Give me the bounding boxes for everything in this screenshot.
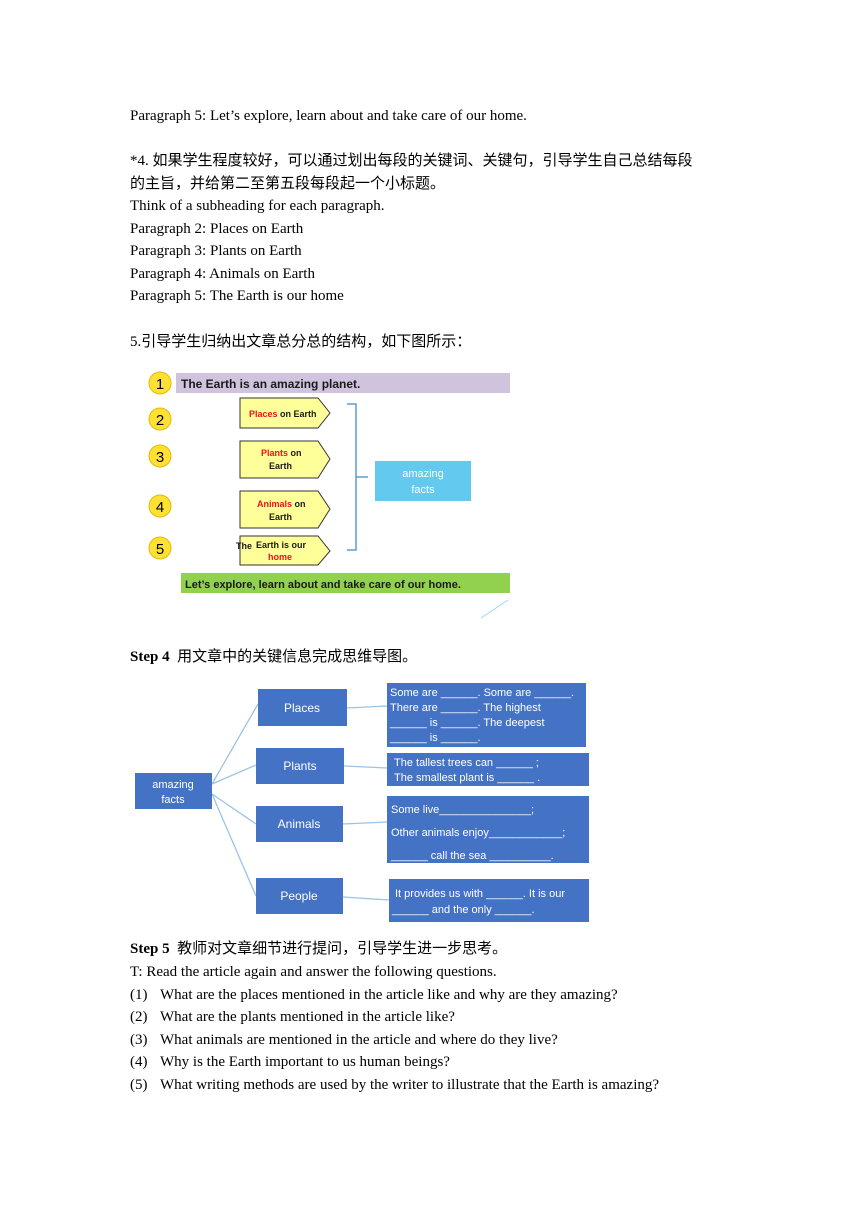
arrow-animals-on-earth: Animals on Earth [239, 490, 331, 529]
subheading-paragraph4: Paragraph 4: Animals on Earth [130, 266, 315, 282]
svg-text:Earth is our: Earth is our [256, 540, 307, 550]
step5-label: Step 5 [130, 941, 170, 957]
svg-text:______ is ______.: ______ is ______. [389, 732, 481, 744]
svg-text:Places on Earth: Places on Earth [249, 409, 317, 419]
mindmap-diagram: amazing facts Places Some are ______. So… [135, 683, 589, 922]
svg-text:Animals on: Animals on [257, 499, 306, 509]
step5-instruction: T: Read the article again and answer the… [130, 964, 497, 980]
question-2: (2) What are the plants mentioned in the … [130, 1007, 455, 1027]
mindmap-detail-places: Some are ______. Some are ______. There … [387, 683, 586, 747]
question-number: (1) [130, 987, 148, 1003]
subheading-paragraph5: Paragraph 5: The Earth is our home [130, 288, 344, 304]
item5-text: 5.引导学生归纳出文章总分总的结构，如下图所示： [130, 334, 472, 350]
question-text: What animals are mentioned in the articl… [160, 1032, 558, 1048]
subheading-paragraph2: Paragraph 2: Places on Earth [130, 221, 304, 237]
bottom-banner [181, 573, 510, 593]
svg-text:The tallest trees can ______ ;: The tallest trees can ______ ; [394, 757, 539, 769]
svg-text:amazing: amazing [152, 779, 194, 791]
svg-text:facts: facts [411, 484, 435, 496]
mindmap-branch-places: Places [258, 689, 347, 726]
number-circle-4: 4 [148, 494, 172, 518]
bracket [347, 403, 368, 551]
svg-text:4: 4 [156, 499, 164, 516]
svg-text:People: People [280, 889, 318, 903]
step5-text: 教师对文章细节进行提问，引导学生进一步思考。 [177, 941, 508, 957]
question-3: (3) What animals are mentioned in the art… [130, 1030, 558, 1050]
svg-text:Earth: Earth [269, 512, 292, 522]
subheading-paragraph3: Paragraph 3: Plants on Earth [130, 243, 302, 259]
question-number: (2) [130, 1009, 148, 1025]
svg-text:______ is ______. The deepest: ______ is ______. The deepest [389, 717, 545, 729]
svg-text:facts: facts [161, 794, 185, 806]
question-text: What are the places mentioned in the art… [160, 987, 618, 1003]
arrow-earth-is-our-home: The Earth is our home [236, 535, 331, 566]
question-1: (1) What are the places mentioned in the … [130, 985, 618, 1005]
svg-text:amazing: amazing [402, 468, 444, 480]
svg-text:Earth: Earth [269, 461, 292, 471]
question-number: (5) [130, 1077, 148, 1093]
mindmap-lines [211, 703, 390, 901]
question-text: What are the plants mentioned in the art… [160, 1009, 455, 1025]
step5-heading: Step 5 教师对文章细节进行提问，引导学生进一步思考。 [130, 939, 507, 959]
top-banner-text: The Earth is an amazing planet. [181, 377, 360, 391]
question-4: (4) Why is the Earth important to us huma… [130, 1052, 450, 1072]
svg-text:home: home [268, 552, 292, 562]
svg-text:______ and the only ______.: ______ and the only ______. [391, 904, 535, 916]
item4-line2: 的主旨，并给第二至第五段每段起一个小标题。 [130, 176, 446, 192]
svg-text:2: 2 [156, 412, 164, 429]
step4-text: 用文章中的关键信息完成思维导图。 [177, 649, 418, 665]
number-circle-1: 1 [148, 371, 172, 395]
svg-text:It provides us with ______. It: It provides us with ______. It is our [395, 888, 565, 900]
question-number: (3) [130, 1032, 148, 1048]
step4-label: Step 4 [130, 649, 170, 665]
svg-text:Plants on: Plants on [261, 448, 302, 458]
mindmap-detail-plants: The tallest trees can ______ ; The small… [387, 753, 589, 786]
svg-text:Other animals enjoy___________: Other animals enjoy____________; [391, 827, 565, 839]
mindmap-center: amazing facts [135, 773, 212, 809]
mindmap-branch-animals: Animals [256, 806, 343, 842]
decorative-line [480, 599, 509, 619]
question-text: Why is the Earth important to us human b… [160, 1054, 450, 1070]
number-circle-2: 2 [148, 407, 172, 431]
mindmap-detail-people: It provides us with ______. It is our __… [389, 879, 589, 922]
paragraph5-summary: Paragraph 5: Let’s explore, learn about … [130, 108, 527, 124]
number-circle-3: 3 [148, 444, 172, 468]
item4-line1: *4. 如果学生程度较好，可以通过划出每段的关键词、关键句，引导学生自己总结每段 [130, 153, 693, 169]
step4-heading: Step 4 用文章中的关键信息完成思维导图。 [130, 647, 417, 667]
top-banner [176, 373, 510, 393]
svg-text:Plants: Plants [283, 759, 316, 773]
question-text: What writing methods are used by the wri… [160, 1077, 660, 1093]
svg-text:The: The [236, 541, 252, 551]
number-circle-5: 5 [148, 536, 172, 560]
svg-text:Some are ______. Some are ____: Some are ______. Some are ______. [390, 687, 574, 699]
svg-text:There are ______. The highest: There are ______. The highest [390, 702, 541, 714]
svg-text:3: 3 [156, 449, 164, 466]
question-number: (4) [130, 1054, 148, 1070]
svg-text:Places: Places [284, 701, 320, 715]
amazing-facts-box: amazing facts [375, 461, 471, 501]
bottom-banner-text: Let’s explore, learn about and take care… [185, 579, 461, 591]
arrow-places-on-earth: Places on Earth [239, 397, 331, 429]
svg-text:5: 5 [156, 541, 164, 558]
svg-text:______ call the sea __________: ______ call the sea __________. [390, 850, 554, 862]
arrow-plants-on-earth: Plants on Earth [239, 440, 331, 479]
svg-text:Animals: Animals [278, 817, 321, 831]
structure-diagram: The Earth is an amazing planet. 1 2 3 4 … [148, 371, 510, 619]
mindmap-branch-plants: Plants [256, 748, 344, 784]
mindmap-branch-people: People [256, 878, 343, 914]
mindmap-detail-animals: Some live_______________; Other animals … [387, 796, 589, 863]
svg-text:Some live_______________;: Some live_______________; [391, 804, 534, 816]
question-5: (5) What writing methods are used by the … [130, 1075, 659, 1095]
svg-text:1: 1 [156, 376, 164, 393]
subheading-prompt: Think of a subheading for each paragraph… [130, 198, 385, 214]
svg-text:The smallest plant is ______ .: The smallest plant is ______ . [394, 772, 540, 784]
